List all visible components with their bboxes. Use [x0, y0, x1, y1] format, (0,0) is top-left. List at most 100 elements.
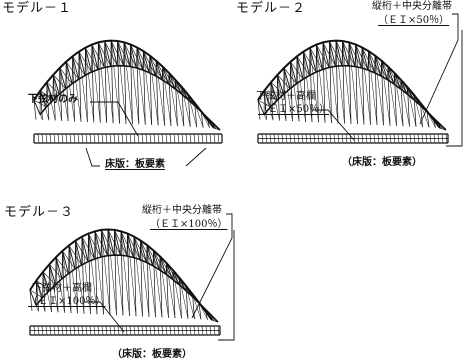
model-3-stringer-label: 縦桁＋中央分離帯 — [142, 205, 222, 216]
hanger — [49, 264, 52, 312]
diagonal — [185, 285, 195, 320]
truss-web — [387, 66, 395, 85]
hanger — [335, 40, 339, 124]
diagonal — [400, 79, 410, 127]
lateral-brace — [368, 50, 382, 77]
deck-grid — [197, 325, 200, 336]
hanger — [110, 40, 114, 124]
lateral-brace — [166, 262, 180, 285]
truss-web — [65, 61, 73, 84]
deck-grid — [401, 133, 404, 144]
diagonal — [88, 233, 98, 315]
lateral-brace — [433, 119, 447, 131]
lateral-brace — [264, 90, 278, 101]
diagonal — [303, 51, 313, 123]
hanger — [342, 41, 345, 124]
truss-web — [42, 271, 50, 291]
diagonal — [94, 231, 104, 315]
lateral-brace — [133, 236, 147, 263]
diagonal — [181, 87, 191, 127]
deck-grid — [441, 133, 444, 144]
hanger — [107, 229, 111, 315]
deck-grid — [53, 133, 56, 144]
deck-grid — [153, 325, 156, 336]
truss-web — [309, 47, 317, 73]
hanger — [153, 250, 156, 318]
truss-web — [110, 40, 118, 66]
truss-web — [149, 55, 157, 77]
deck-grid — [61, 133, 64, 144]
model-1-title: モデル－１ — [2, 1, 73, 16]
deck-grid — [261, 133, 264, 144]
hanger — [120, 231, 124, 316]
truss-web — [277, 74, 284, 95]
hanger — [322, 42, 326, 123]
deck-grid — [33, 325, 36, 336]
deck-grid — [293, 133, 296, 144]
deck-grid — [85, 133, 88, 144]
deck-grid — [105, 133, 108, 144]
truss-web — [335, 40, 343, 66]
diagonal — [59, 67, 69, 122]
truss-web — [114, 229, 121, 256]
lateral-brace — [355, 44, 369, 71]
deck-grid — [357, 133, 360, 144]
deck-grid — [193, 133, 196, 144]
diagonal — [162, 66, 172, 126]
deck-grid — [77, 325, 80, 336]
lateral-brace — [42, 271, 56, 285]
diagonal — [72, 56, 82, 122]
diagonal — [78, 51, 88, 123]
truss-web — [166, 262, 173, 280]
diagonal — [175, 79, 185, 127]
truss-web — [107, 229, 115, 256]
deck-grid — [185, 325, 188, 336]
hanger — [142, 51, 146, 125]
hanger — [374, 55, 378, 126]
deck-grid — [177, 133, 180, 144]
lateral-brace — [120, 231, 134, 258]
deck-grid — [37, 325, 40, 336]
deck-grid — [65, 133, 68, 144]
deck-grid — [381, 133, 384, 144]
diagonal — [166, 263, 176, 319]
deck-grid — [333, 133, 336, 144]
lateral-brace — [146, 244, 160, 270]
deck-grid — [429, 133, 432, 144]
hanger — [303, 51, 306, 122]
diagonal — [46, 82, 56, 121]
deck-grid — [269, 133, 272, 144]
deck-grid — [329, 133, 332, 144]
lateral-brace — [348, 42, 362, 69]
truss-web — [361, 47, 369, 71]
deck-grid — [113, 325, 116, 336]
hanger — [46, 82, 50, 121]
lateral-brace — [36, 280, 50, 292]
model-2-chord-railing-label: 下弦材＋高欄 — [256, 91, 316, 102]
deck-grid — [281, 133, 284, 144]
lateral-brace — [277, 74, 291, 89]
diagonal — [120, 231, 130, 316]
leader-line — [85, 147, 100, 167]
hanger — [155, 60, 159, 126]
hanger — [162, 66, 165, 126]
diagonal — [40, 90, 50, 121]
deck-grid — [137, 325, 140, 336]
lateral-brace — [49, 264, 63, 280]
truss-web — [179, 277, 186, 291]
hanger — [33, 99, 37, 120]
deck-grid — [189, 133, 192, 144]
deck-grid — [101, 133, 104, 144]
diagonal — [81, 236, 91, 314]
leader-line — [84, 301, 125, 333]
deck-grid — [57, 325, 60, 336]
diagonal — [172, 270, 182, 319]
truss-web — [104, 40, 112, 67]
truss-web — [78, 51, 86, 76]
model-2-title: モデル－２ — [236, 1, 307, 16]
deck-grid — [93, 133, 96, 144]
truss-web — [136, 47, 144, 71]
deck-grid — [353, 133, 356, 144]
deck-grid — [177, 325, 180, 336]
